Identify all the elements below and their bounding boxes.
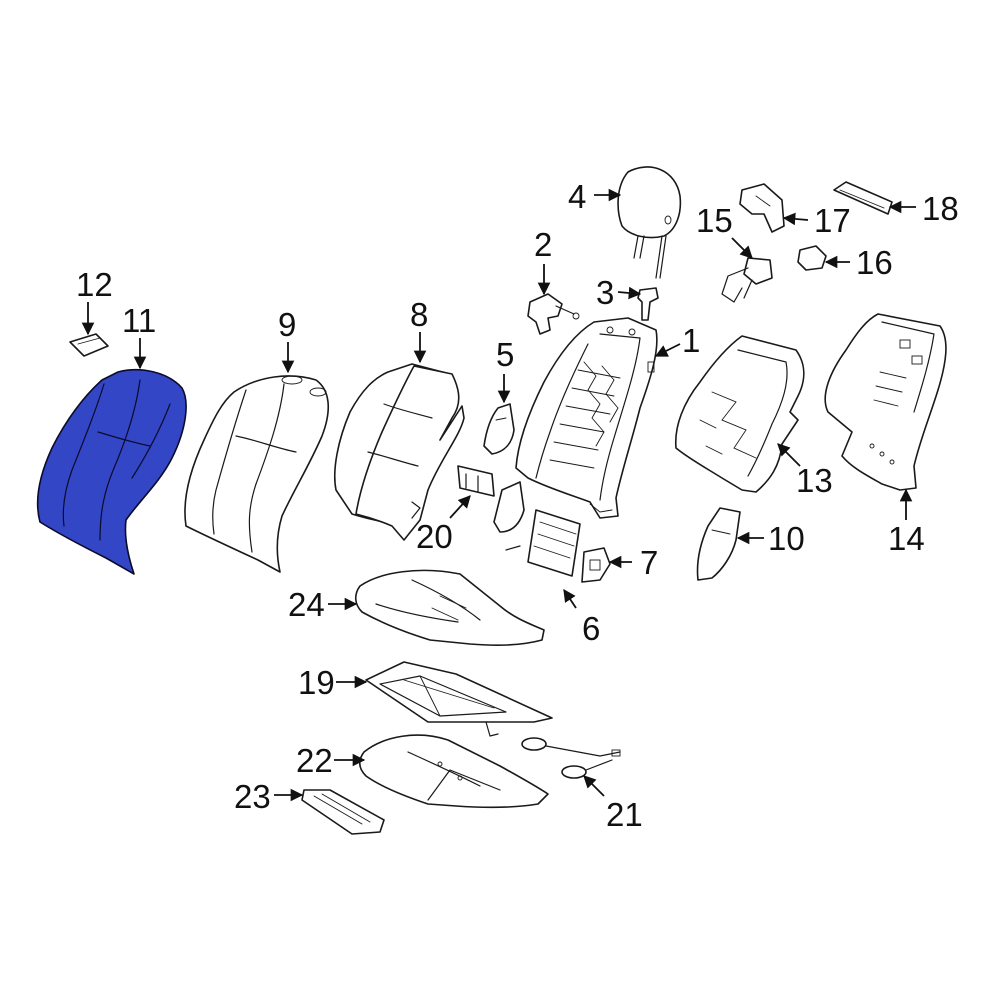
callout-23: 23 [234, 778, 271, 815]
part-13-back-panel[interactable] [674, 335, 805, 493]
part-5-bolster[interactable] [483, 403, 515, 455]
part-3-pin[interactable] [637, 287, 659, 321]
part-8-seatback-foam[interactable] [333, 363, 465, 541]
part-4-headrest[interactable] [617, 166, 682, 279]
callout-13: 13 [796, 462, 833, 499]
callouts: 1 2 3 4 5 6 7 8 9 10 11 12 13 14 15 16 1… [76, 178, 959, 833]
callout-7: 7 [640, 544, 658, 581]
callout-2: 2 [534, 226, 552, 263]
callout-12: 12 [76, 266, 113, 303]
callout-10: 10 [768, 520, 805, 557]
callout-18: 18 [922, 190, 959, 227]
callout-20: 20 [416, 518, 453, 555]
callout-24: 24 [288, 586, 325, 623]
part-15-harness[interactable] [721, 257, 773, 303]
callout-14: 14 [888, 520, 925, 557]
part-2-recliner-mechanism[interactable] [527, 293, 580, 335]
callout-6: 6 [582, 610, 600, 647]
leader-lines [81, 188, 916, 802]
callout-3: 3 [596, 274, 614, 311]
part-11-seatback-cover[interactable] [36, 368, 187, 575]
part-16-clip[interactable] [797, 245, 827, 271]
callout-16: 16 [856, 244, 893, 281]
part-12-clip[interactable] [69, 333, 109, 357]
callout-22: 22 [296, 742, 333, 779]
callout-5: 5 [496, 336, 514, 373]
part-19-heater-mat[interactable] [365, 661, 553, 737]
part-22-cushion-foam[interactable] [358, 734, 549, 809]
part-24-cushion-cover[interactable] [354, 569, 545, 646]
part-21-sensor[interactable] [521, 737, 621, 779]
part-17-cover[interactable] [739, 183, 785, 233]
callout-8: 8 [410, 296, 428, 333]
part-7-module[interactable] [581, 547, 611, 583]
part-10-side-trim[interactable] [696, 507, 741, 581]
callout-11: 11 [122, 302, 156, 339]
callout-4: 4 [568, 178, 586, 215]
part-14-rear-panel[interactable] [824, 313, 947, 491]
callout-17: 17 [814, 202, 851, 239]
callout-21: 21 [606, 796, 643, 833]
callout-15: 15 [696, 202, 733, 239]
callout-19: 19 [298, 664, 335, 701]
part-9-seatback-pad[interactable] [184, 375, 330, 573]
callout-1: 1 [682, 322, 700, 359]
part-20-bracket[interactable] [457, 465, 495, 497]
part-1-seatback-frame[interactable] [515, 317, 658, 519]
callout-9: 9 [278, 306, 296, 343]
part-23-mesh-pad[interactable] [301, 789, 385, 835]
part-6-lumbar[interactable] [493, 481, 581, 577]
